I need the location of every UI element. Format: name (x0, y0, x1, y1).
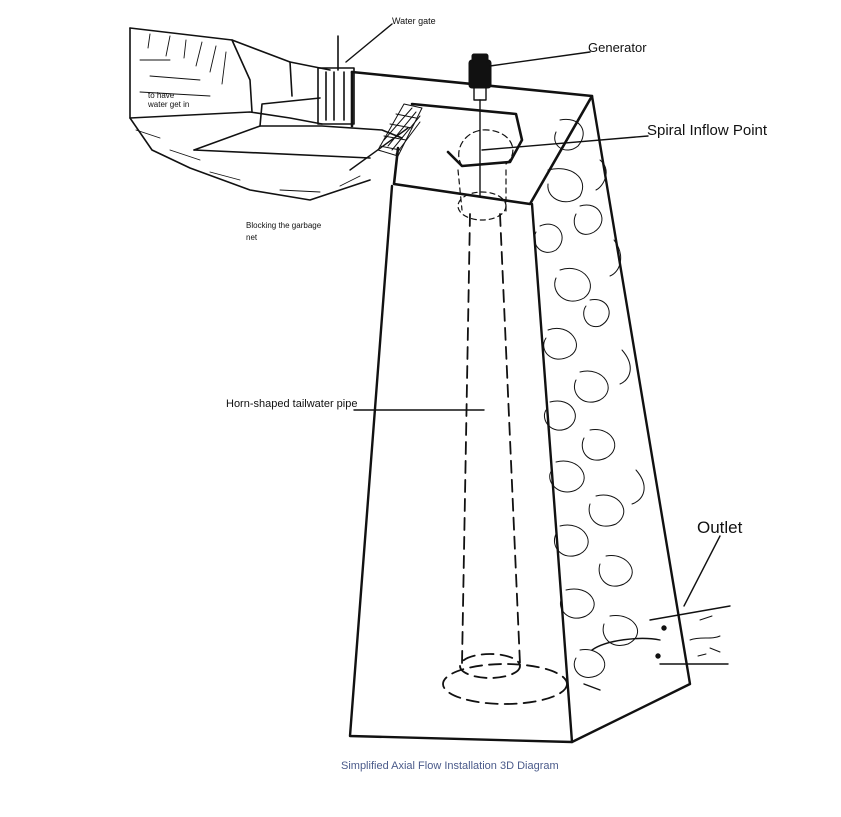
diagram-caption: Simplified Axial Flow Installation 3D Di… (341, 760, 559, 772)
label-outlet: Outlet (697, 518, 743, 537)
chamber-top (350, 70, 594, 206)
inlet-channel (129, 27, 403, 201)
water-gate (317, 35, 355, 125)
stone-masonry (534, 118, 645, 678)
label-horn-pipe: Horn-shaped tailwater pipe (226, 398, 358, 410)
label-blocking-line1: Blocking the garbage (246, 221, 322, 230)
label-to-have-line2: water get in (148, 100, 190, 109)
outlet-pipe (583, 605, 731, 691)
label-spiral-inflow: Spiral Inflow Point (647, 122, 768, 139)
label-to-have-line1: to have (148, 91, 175, 100)
embankment-hatching (135, 33, 361, 193)
tower-body (348, 94, 692, 744)
label-blocking-line2: net (246, 233, 258, 242)
label-water-gate: Water gate (392, 16, 436, 26)
generator (468, 53, 492, 197)
garbage-net (377, 103, 423, 157)
label-generator: Generator (588, 40, 647, 55)
spiral-scroll (457, 129, 514, 221)
leader-lines (345, 23, 721, 607)
tailwater-pipe (442, 213, 568, 705)
